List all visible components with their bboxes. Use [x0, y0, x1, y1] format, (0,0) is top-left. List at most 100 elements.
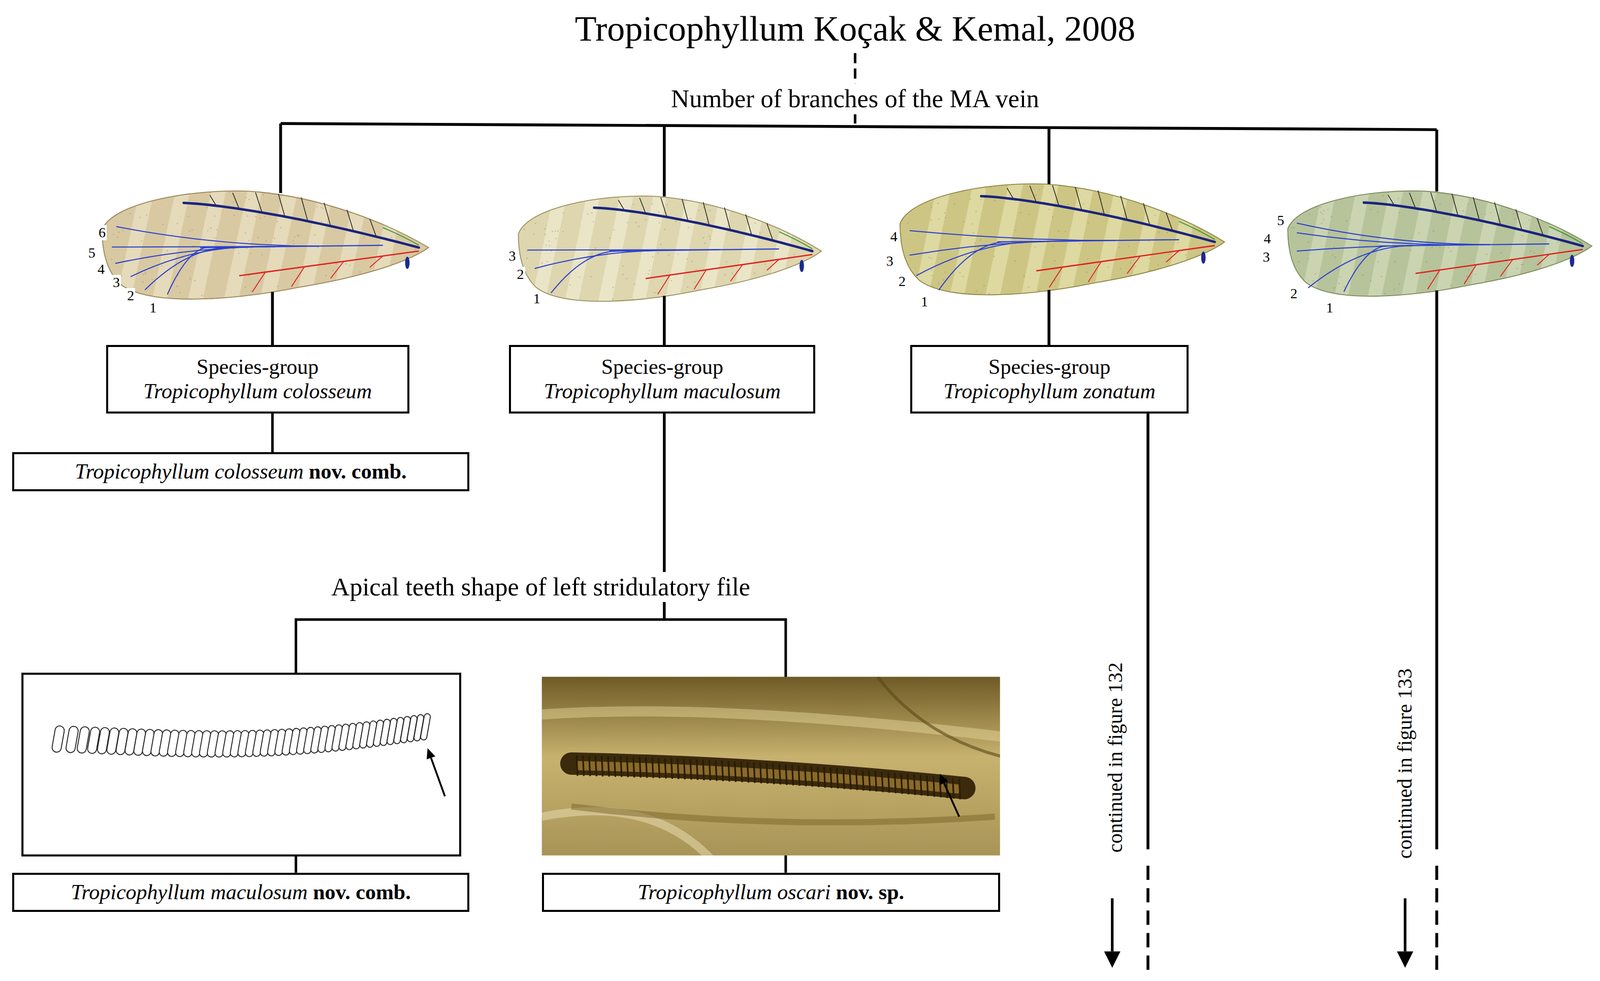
speckle — [633, 283, 636, 285]
speckle — [1118, 293, 1121, 295]
mirror-mark — [1570, 254, 1575, 267]
file-tooth — [849, 769, 851, 790]
speckle — [279, 227, 282, 229]
speckle — [1107, 266, 1109, 268]
speckle — [975, 290, 978, 293]
speckle — [558, 194, 560, 197]
speckle — [1320, 211, 1322, 214]
speckle — [578, 276, 581, 278]
taxon-box: Tropicophyllum oscarinov. sp. — [541, 872, 1001, 912]
speckle — [652, 256, 654, 258]
mp-branch — [730, 264, 743, 282]
speckle — [273, 237, 276, 240]
speckle — [1398, 282, 1400, 285]
speckle — [657, 211, 660, 213]
file-tooth — [620, 756, 622, 777]
file-tooth — [639, 756, 641, 778]
speckle — [1328, 232, 1330, 234]
ma-branch — [1296, 232, 1464, 245]
speckle — [1028, 213, 1031, 215]
speckle — [698, 209, 700, 212]
pale-band — [257, 182, 300, 312]
speckle — [1333, 246, 1335, 248]
speckle — [1065, 290, 1068, 292]
speckle — [725, 261, 728, 263]
speckle — [348, 264, 351, 267]
speckle — [1051, 294, 1054, 297]
speckle — [1217, 181, 1219, 183]
speckle — [246, 215, 249, 217]
speckle — [1490, 211, 1492, 214]
speckle — [298, 235, 300, 237]
callout-number: 3 — [111, 274, 121, 291]
speckle — [1182, 280, 1184, 282]
file-tooth — [582, 755, 584, 776]
speckle — [248, 274, 251, 277]
pale-band — [293, 182, 336, 312]
speckle — [637, 225, 640, 228]
ma-branch — [938, 241, 1007, 291]
callout-number: 2 — [125, 288, 136, 304]
speckle — [265, 240, 267, 242]
file-tooth — [798, 765, 800, 786]
speckle — [253, 304, 256, 306]
file-tooth — [785, 764, 787, 785]
file-tooth — [741, 761, 743, 783]
speckle — [709, 209, 712, 212]
mp-branch — [1500, 259, 1513, 277]
speckle — [1433, 188, 1436, 191]
speckle — [987, 296, 989, 299]
file-tooth — [823, 766, 825, 788]
speckle — [965, 255, 968, 258]
crossvein — [1452, 193, 1459, 216]
speckle — [1196, 222, 1199, 225]
pale-band — [329, 182, 372, 312]
speckle — [109, 206, 111, 208]
speckle — [1157, 264, 1160, 266]
speckle — [1148, 257, 1151, 260]
speckle — [977, 246, 979, 248]
file-tooth — [830, 767, 832, 788]
speckle — [1053, 260, 1056, 262]
file-tooth — [702, 759, 704, 781]
speckle — [1035, 195, 1037, 197]
speckle — [987, 300, 990, 302]
speckle — [1556, 216, 1559, 218]
speckle — [1571, 275, 1573, 277]
speckle — [1208, 286, 1211, 289]
speckle — [1556, 193, 1558, 196]
speckle — [542, 209, 544, 212]
speckle — [953, 203, 956, 205]
mp-branch — [1166, 250, 1180, 263]
speckle — [635, 221, 637, 224]
speckle — [1526, 294, 1529, 297]
pointer-arrow-shaft — [944, 782, 960, 817]
speckle — [962, 275, 964, 278]
speckle — [415, 259, 418, 262]
callout-number: 2 — [897, 273, 907, 290]
speckle — [1168, 253, 1171, 255]
file-tooth — [779, 763, 781, 785]
tree-line — [1435, 290, 1439, 850]
file-tooth — [690, 758, 692, 780]
speckle — [587, 213, 589, 215]
speckle — [648, 269, 651, 272]
speckle — [1588, 236, 1590, 239]
speckle — [1128, 245, 1130, 247]
speckle — [705, 204, 708, 207]
speckle — [1501, 282, 1503, 285]
file-tooth — [608, 755, 610, 777]
main-vein — [183, 202, 420, 248]
speckle — [769, 305, 771, 308]
pale-band — [662, 188, 702, 315]
callout-number: 6 — [97, 225, 107, 241]
speckle — [166, 249, 169, 252]
file-tooth — [869, 770, 871, 791]
speckle — [523, 228, 526, 231]
speckle — [960, 297, 963, 299]
speckle — [1338, 276, 1341, 278]
speckle — [1504, 189, 1507, 192]
pale-band — [1432, 182, 1472, 309]
crossvein — [1537, 217, 1544, 236]
speckle — [226, 299, 228, 301]
